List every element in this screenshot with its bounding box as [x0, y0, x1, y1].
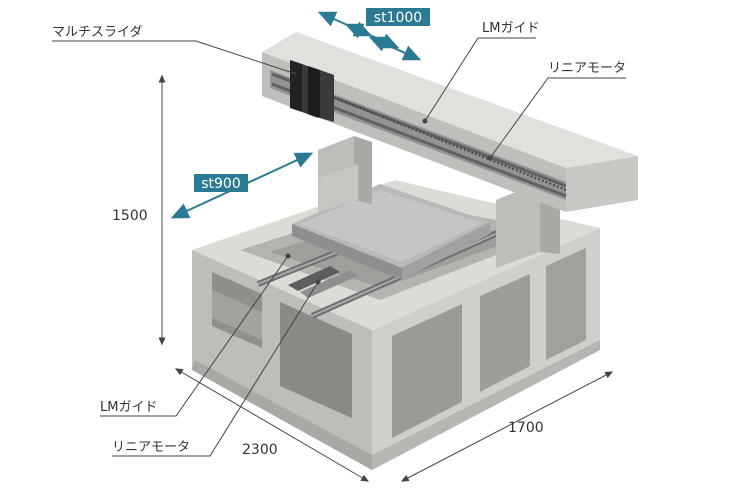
work-table	[292, 184, 490, 280]
linear-motor-bottom-label: リニアモータ	[112, 440, 190, 455]
dimension-length: 2300	[174, 368, 370, 482]
st1000-label: st1000	[374, 10, 422, 26]
dimension-height: 1500	[112, 74, 166, 346]
multi-slider-label: マルチスライダ	[52, 25, 142, 40]
st900-arrow: st900	[170, 152, 314, 219]
st1000-badge: st1000	[366, 8, 430, 26]
length-value: 2300	[242, 442, 278, 458]
lm-guide-top-label: LMガイド	[482, 21, 539, 36]
st1000-arrows	[317, 11, 422, 61]
height-value: 1500	[112, 208, 148, 224]
width-value: 1700	[508, 420, 544, 436]
st900-label: st900	[201, 176, 241, 192]
multi-sliders	[290, 60, 334, 122]
gantry-pillars	[318, 136, 560, 268]
linear-motor-top-label: リニアモータ	[548, 61, 626, 76]
lm-guide-bottom-label: LMガイド	[100, 400, 157, 415]
dimension-width: 1700	[400, 371, 614, 482]
gantry-beam	[262, 32, 638, 212]
